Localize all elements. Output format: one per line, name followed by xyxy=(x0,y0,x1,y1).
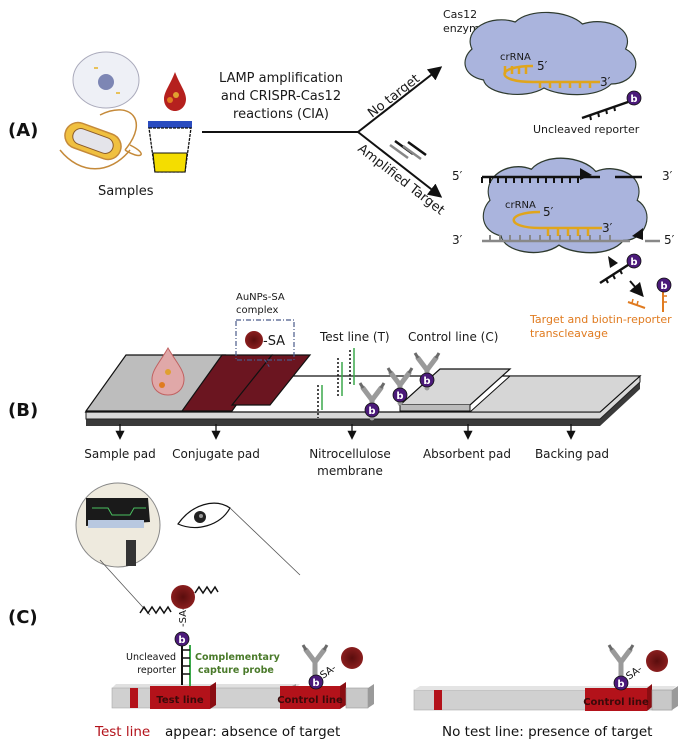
control-line-label: Control line (C) xyxy=(408,330,498,344)
eye-icon xyxy=(177,502,301,576)
strip-reader-device-icon xyxy=(75,482,161,616)
samples-label: Samples xyxy=(98,184,154,199)
left-control-line-label: Control line xyxy=(277,695,343,706)
uncleaved-reporter-label: Uncleaved reporter xyxy=(533,123,640,136)
left-caption-rest: appear: absence of target xyxy=(165,724,340,740)
target-dna-top: 5′ 3′ xyxy=(452,168,673,183)
part-label-membrane: membrane xyxy=(317,464,383,478)
part-arrows xyxy=(115,424,576,440)
svg-text:3′: 3′ xyxy=(452,233,463,247)
crrna-strand xyxy=(503,64,600,88)
part-label-sample-pad: Sample pad xyxy=(84,447,155,461)
sample-drop-icon xyxy=(151,346,185,396)
part-label-absorbent-pad: Absorbent pad xyxy=(423,447,511,461)
lateral-flow-strip xyxy=(84,348,642,426)
sa-vertical-label: -SA- xyxy=(178,606,189,627)
right-caption: No test line: presence of target xyxy=(442,724,652,740)
svg-text:5′: 5′ xyxy=(452,169,463,183)
enzyme-label-line1: Cas12 xyxy=(443,8,477,21)
left-test-strip: Test line Control line xyxy=(111,682,374,709)
crrna-bound-label: crRNA xyxy=(505,200,536,211)
left-caption-highlight: Test line xyxy=(94,724,150,740)
svg-text:3′: 3′ xyxy=(662,169,673,183)
cell-icon xyxy=(72,51,140,109)
five-prime-bound-label: 5′ xyxy=(543,205,554,219)
blood-drop-icon xyxy=(164,72,186,111)
panel-label-a: (A) xyxy=(8,120,38,141)
process-label-line1: LAMP amplification xyxy=(219,71,343,86)
panel-label-c: (C) xyxy=(8,607,38,628)
right-control-antibody: SA- xyxy=(609,645,668,691)
gold-nanoparticle-icon xyxy=(245,331,263,349)
three-prime-label: 3′ xyxy=(600,75,611,89)
panel-label-b: (B) xyxy=(8,400,38,421)
amplicon-icon xyxy=(389,139,427,161)
cleaved-reporter-icon xyxy=(599,253,672,312)
complex-label-line1: AuNPs-SA xyxy=(236,292,285,303)
process-label-line3: reactions (CIA) xyxy=(233,107,329,122)
bacterium-icon xyxy=(59,109,142,170)
sa-label: -SA xyxy=(263,334,285,349)
transcleavage-label-line2: transcleavage xyxy=(530,327,608,340)
amplified-target-arrow xyxy=(357,131,443,198)
part-label-backing-pad: Backing pad xyxy=(535,447,609,461)
left-control-antibody: SA- xyxy=(303,645,363,690)
right-control-line-label: Control line xyxy=(583,697,649,708)
crrna-strand-bound xyxy=(512,210,602,236)
callout-pointer xyxy=(264,359,271,369)
left-test-line-label: Test line xyxy=(156,695,203,706)
right-test-strip: Control line xyxy=(413,684,678,711)
target-dna-bottom: 3′ 5′ xyxy=(452,228,675,247)
uncleaved-reporter-icon xyxy=(581,90,642,121)
capture-probe-line1: Complementary xyxy=(195,652,281,663)
no-target-label: No target xyxy=(365,72,423,122)
svg-text:5′: 5′ xyxy=(664,233,675,247)
no-target-arrow xyxy=(357,66,443,133)
urine-cup-icon xyxy=(148,121,192,173)
part-label-conjugate-pad: Conjugate pad xyxy=(172,447,260,461)
transcleavage-label-line1: Target and biotin-reporter xyxy=(529,313,672,326)
three-prime-bound-label: 3′ xyxy=(602,221,613,235)
uncleaved-reporter-c-line2: reporter xyxy=(137,665,176,676)
capture-probe-complex: -SA- xyxy=(139,585,219,686)
uncleaved-reporter-c-line1: Uncleaved xyxy=(126,652,176,663)
process-label-line2: and CRISPR-Cas12 xyxy=(221,89,341,104)
part-label-nitrocellulose: Nitrocellulose xyxy=(309,447,391,461)
crrna-label: crRNA xyxy=(500,52,531,63)
test-line-label: Test line (T) xyxy=(319,330,390,344)
five-prime-label: 5′ xyxy=(537,59,548,73)
complex-label-line2: complex xyxy=(236,305,278,316)
capture-probe-line2: capture probe xyxy=(198,665,274,676)
